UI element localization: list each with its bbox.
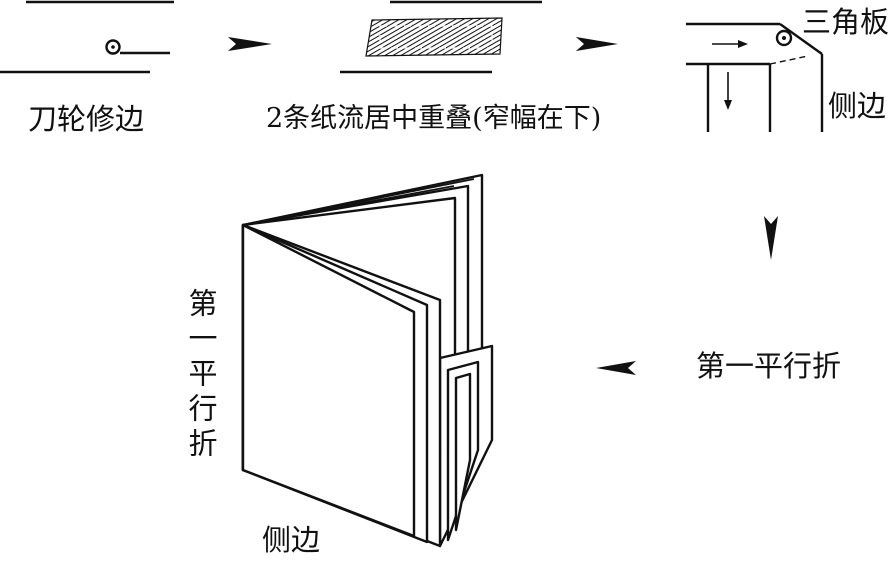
arrow-down-icon (724, 72, 732, 110)
step2-label: 2条纸流居中重叠(窄幅在下) (266, 103, 602, 134)
arrow-right-icon (228, 37, 272, 51)
booklet-front-page (241, 223, 416, 538)
step1-label: 刀轮修边 (28, 102, 145, 136)
triangle-board-figure (686, 22, 824, 132)
triangle-board-label: 三角板 (802, 5, 890, 39)
booklet-inner-page-3 (454, 372, 472, 532)
overlap-hatch-block (365, 17, 503, 57)
two-web-overlap-figure (340, 0, 542, 74)
arrow-right-icon (576, 37, 618, 51)
knife-wheel-icon (775, 29, 793, 47)
first-parallel-fold-vertical-label: 第一平行折 (184, 288, 218, 463)
arrow-right-icon (712, 40, 748, 48)
arrow-left-icon (596, 361, 636, 375)
folded-booklet-figure (241, 173, 494, 548)
knife-wheel-trim-figure (0, 0, 174, 74)
knife-wheel-icon (105, 39, 121, 55)
first-parallel-fold-label: 第一平行折 (696, 349, 842, 383)
arrow-down-icon (764, 216, 778, 260)
side-edge-bottom-label: 侧边 (262, 523, 321, 557)
side-edge-top-label: 侧边 (828, 89, 887, 123)
